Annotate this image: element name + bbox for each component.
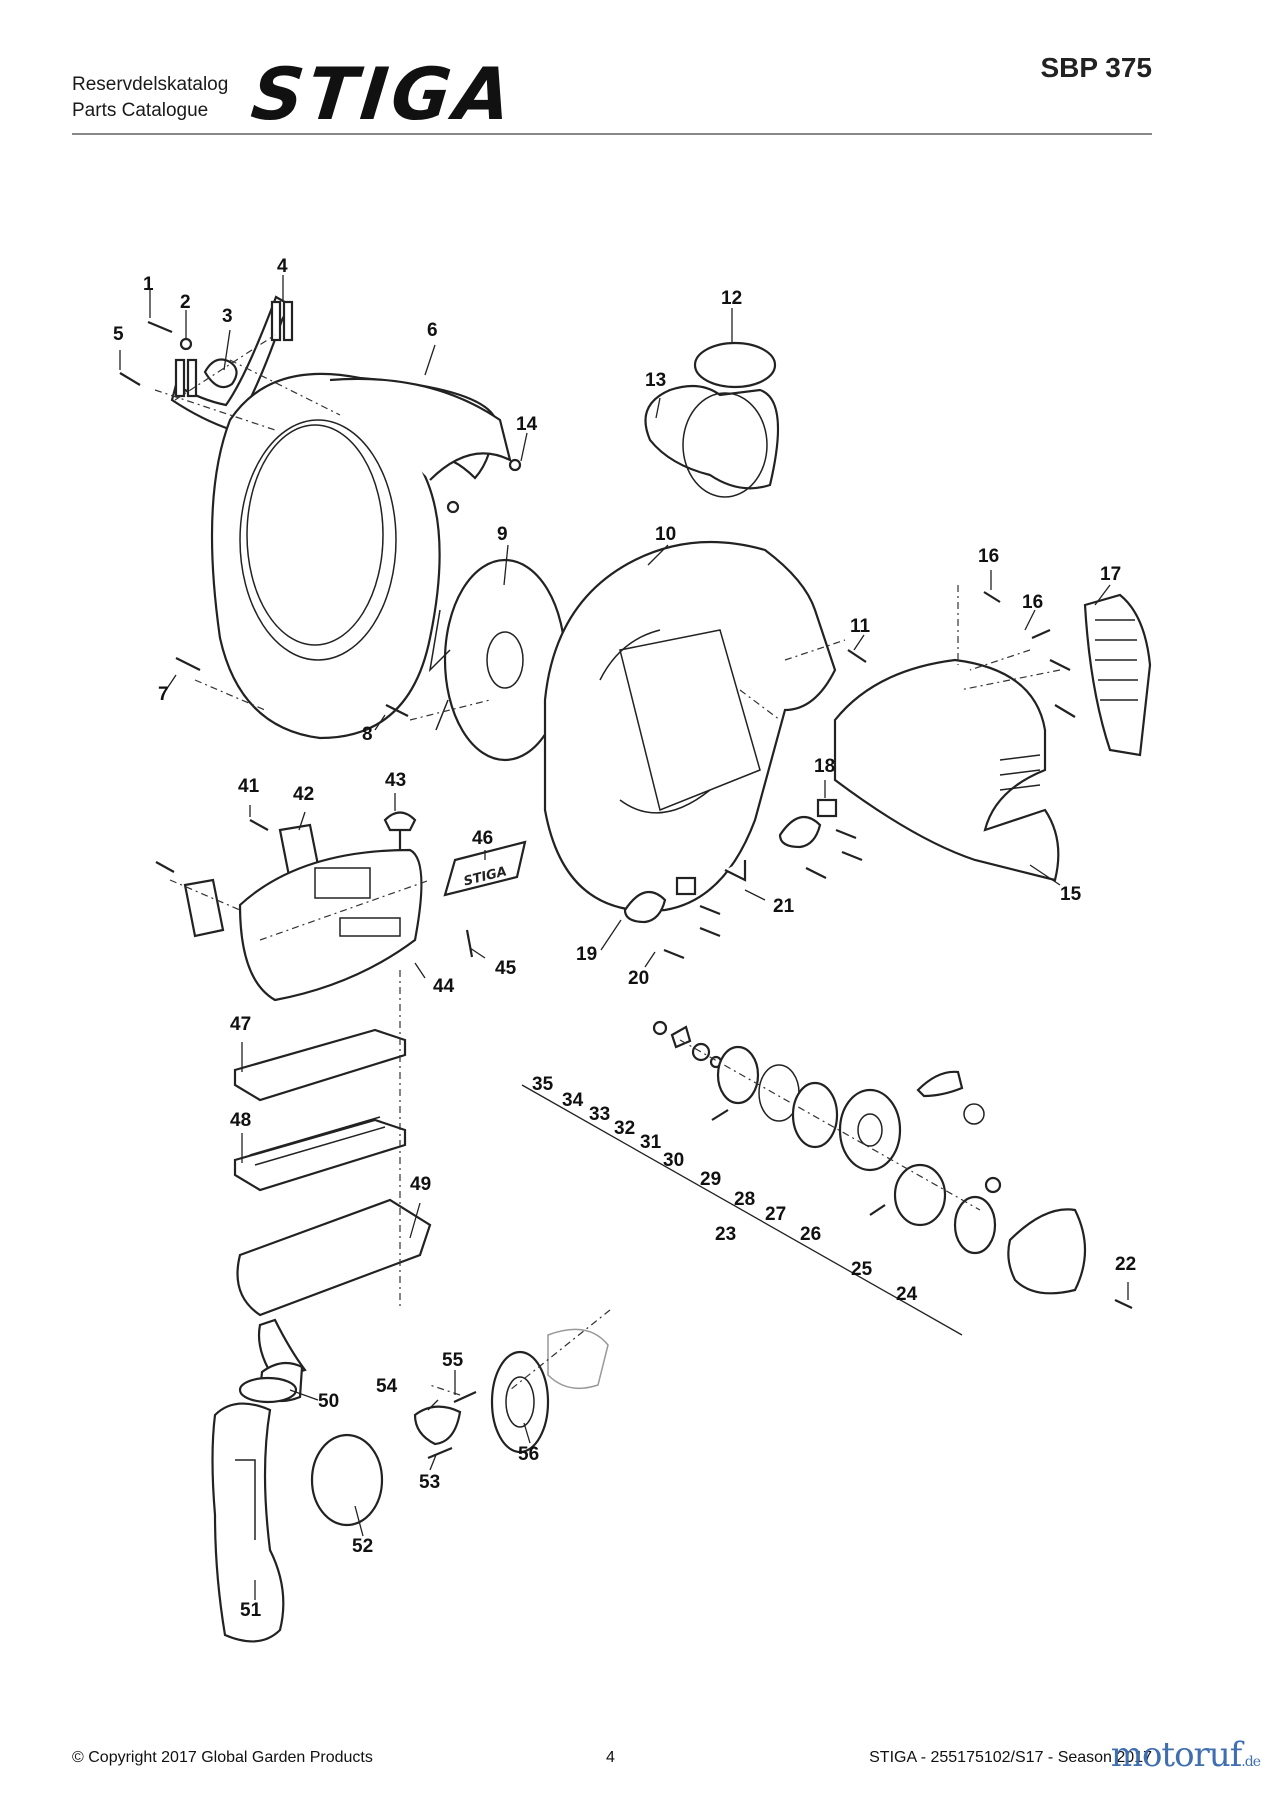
label-part-47: 47: [230, 1014, 251, 1035]
assembly-center-lines: [154, 334, 1061, 1396]
label-part-34: 34: [562, 1090, 584, 1111]
label-part-35: 35: [532, 1074, 554, 1095]
label-part-46: 46: [472, 828, 493, 849]
label-part-42: 42: [293, 784, 314, 805]
starter-assembly-parts: [521, 1020, 1133, 1336]
label-part-16b: 16: [1022, 592, 1043, 613]
label-part-10: 10: [655, 524, 676, 545]
carburettor-parts: [413, 1328, 609, 1460]
header-rule: [72, 133, 1152, 135]
label-part-14: 14: [516, 414, 538, 435]
label-part-31: 31: [640, 1132, 662, 1153]
main-housing-part: [543, 540, 867, 912]
label-part-27: 27: [765, 1204, 786, 1225]
motoruf-watermark: motoruf.de: [1110, 1735, 1261, 1775]
elbow-parts: [644, 341, 780, 498]
label-part-28: 28: [734, 1189, 755, 1210]
label-part-41: 41: [238, 776, 260, 797]
part-number-labels: 1 2 3 4 5 6 7 8 9 10 11 12 13 14 15 16 1…: [113, 256, 1136, 1621]
label-part-53: 53: [419, 1472, 440, 1493]
copyright-notice: © Copyright 2017 Global Garden Products: [72, 1749, 373, 1766]
label-part-48: 48: [230, 1110, 251, 1131]
label-part-29: 29: [700, 1169, 721, 1190]
engine-cover-parts: [833, 591, 1152, 882]
page-number: 4: [606, 1749, 615, 1766]
label-part-7: 7: [158, 684, 169, 705]
label-part-9: 9: [497, 524, 508, 545]
air-filter-cover-parts: [155, 811, 527, 1002]
label-part-11: 11: [850, 616, 871, 637]
label-part-5: 5: [113, 324, 124, 345]
label-part-26: 26: [800, 1224, 821, 1245]
label-part-6: 6: [427, 320, 438, 341]
label-part-12: 12: [721, 288, 742, 309]
label-part-1: 1: [143, 274, 154, 295]
label-part-21: 21: [773, 896, 795, 917]
label-part-32: 32: [614, 1118, 635, 1139]
label-part-4: 4: [277, 256, 288, 277]
label-part-13: 13: [645, 370, 666, 391]
watermark-name: motoruf: [1110, 1735, 1243, 1775]
label-part-43: 43: [385, 770, 406, 791]
label-part-55: 55: [442, 1350, 464, 1371]
catalog-title-english: Parts Catalogue: [72, 100, 209, 121]
document-reference: STIGA - 255175102/S17 - Season 2017: [869, 1749, 1152, 1766]
label-part-2: 2: [180, 292, 191, 313]
label-part-20: 20: [628, 968, 649, 989]
model-name: SBP 375: [1040, 52, 1152, 83]
label-part-3: 3: [222, 306, 233, 327]
label-part-56: 56: [518, 1444, 539, 1465]
label-part-17: 17: [1100, 564, 1121, 585]
filter-parts: [233, 1028, 432, 1403]
label-part-16a: 16: [978, 546, 999, 567]
label-part-33: 33: [589, 1104, 610, 1125]
label-part-24: 24: [896, 1284, 918, 1305]
label-part-18: 18: [814, 756, 835, 777]
label-part-25: 25: [851, 1259, 873, 1280]
label-part-8: 8: [362, 724, 373, 745]
catalog-title-swedish: Reservdelskatalog: [72, 74, 229, 95]
label-part-50: 50: [318, 1391, 339, 1412]
label-part-49: 49: [410, 1174, 431, 1195]
label-part-30: 30: [663, 1150, 684, 1171]
fan-cover-part: [175, 372, 522, 740]
label-part-15: 15: [1060, 884, 1082, 905]
label-part-19: 19: [576, 944, 597, 965]
label-part-51: 51: [240, 1600, 262, 1621]
label-part-23: 23: [715, 1224, 736, 1245]
label-part-44: 44: [433, 976, 455, 997]
bracket-parts: [119, 295, 294, 432]
leader-lines: [119, 275, 1129, 1600]
watermark-suffix: .de: [1241, 1754, 1261, 1770]
label-part-22: 22: [1115, 1254, 1136, 1275]
label-part-54: 54: [376, 1376, 398, 1397]
intake-hose-parts: [211, 1376, 384, 1643]
small-fixing-parts: [623, 798, 863, 960]
label-part-45: 45: [495, 958, 517, 979]
label-part-52: 52: [352, 1536, 373, 1557]
